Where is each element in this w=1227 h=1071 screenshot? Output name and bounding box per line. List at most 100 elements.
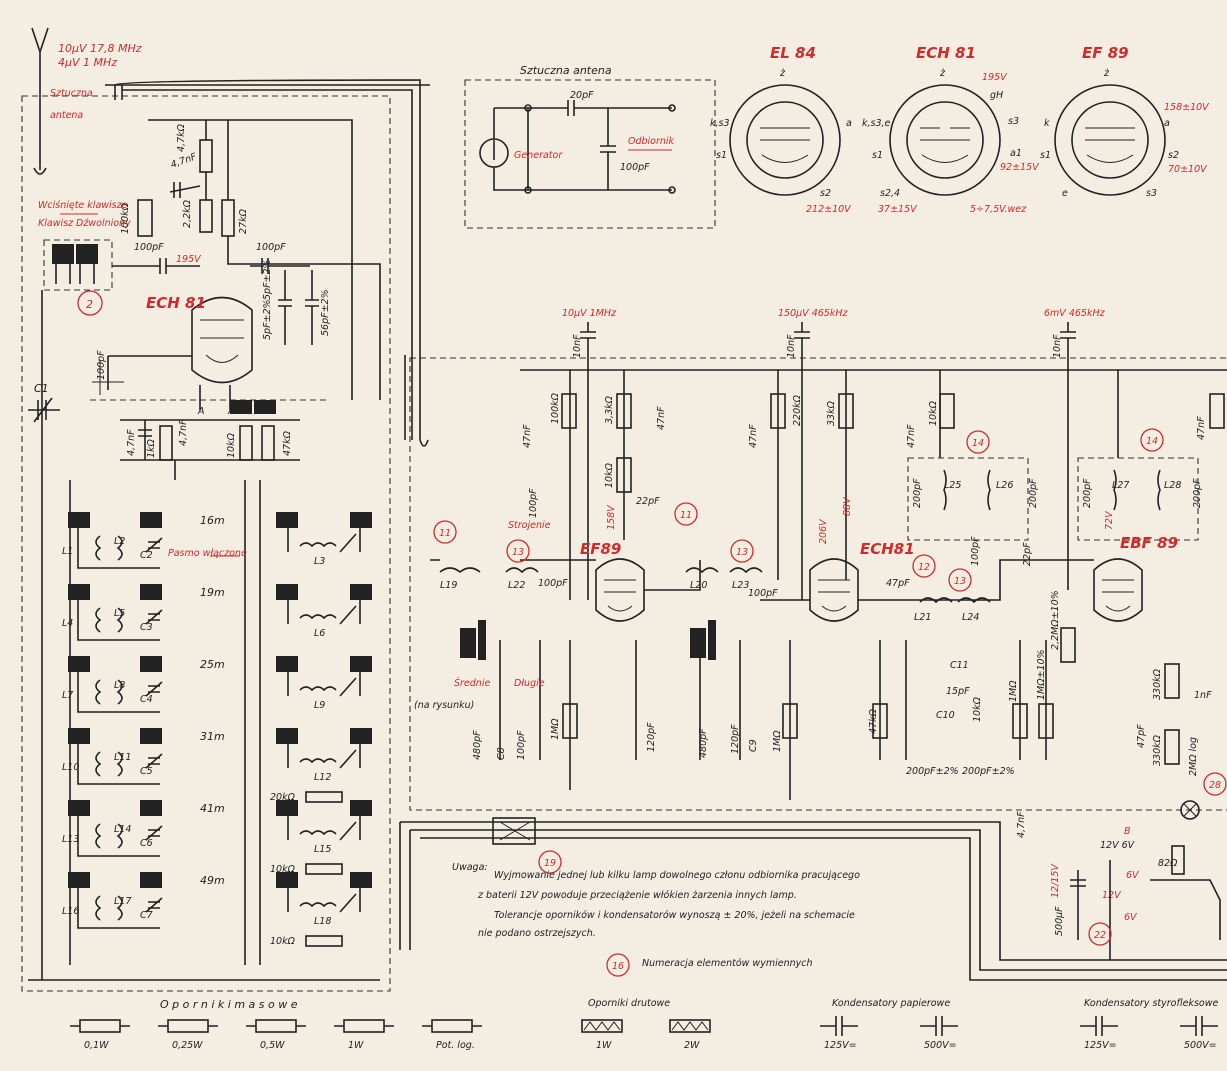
indicator-lamp (1180, 800, 1200, 820)
svg-text:a: a (846, 118, 852, 129)
if-sig-a: 10µV 1MHz (562, 308, 617, 319)
resistor-r1 (199, 139, 213, 173)
svg-text:s2,4: s2,4 (880, 188, 900, 199)
svg-text:10nF: 10nF (572, 334, 583, 358)
svg-text:s1: s1 (1040, 150, 1051, 161)
svg-text:100pF: 100pF (538, 578, 568, 589)
svg-text:10nF: 10nF (1052, 334, 1063, 358)
legend-res-item: 0,25W (158, 1019, 218, 1051)
marker-circle (1140, 428, 1164, 452)
marker-label: 13 (954, 576, 966, 587)
variable-capacitor-c1 (28, 397, 60, 423)
legend-res-symbol (431, 1019, 473, 1033)
legend-paper-item: 125V= (820, 1016, 858, 1051)
if-dlugie: Długie (514, 678, 545, 689)
band-switch-contact (68, 584, 90, 600)
band-switch-contact (140, 512, 162, 528)
note-uwaga: Uwaga: (452, 862, 488, 873)
band-label: 41m (200, 802, 225, 815)
tube-ebf89-label: EBF 89 (1120, 534, 1178, 552)
svg-text:37±15V: 37±15V (878, 204, 918, 215)
legend-wire-zigzag (583, 1021, 621, 1031)
svg-text:92±15V: 92±15V (1000, 162, 1040, 173)
svg-text:200pF: 200pF (912, 478, 923, 508)
svg-text:100pF: 100pF (620, 162, 650, 173)
marker-label: 11 (439, 528, 451, 539)
svg-text:100pF: 100pF (134, 242, 164, 253)
svg-text:6V: 6V (1126, 870, 1140, 881)
svg-text:L27: L27 (1112, 480, 1129, 491)
svg-text:12V: 12V (1102, 890, 1122, 901)
svg-text:e: e (1062, 188, 1068, 199)
legend-res-label: 0,1W (84, 1040, 109, 1051)
legend-paper-title: Kondensatory papierowe (832, 998, 950, 1009)
legend-res-label: 1W (348, 1040, 364, 1051)
svg-text:a: a (1164, 118, 1170, 129)
band-coil-l-label: L3 (314, 556, 325, 567)
band-switch-contact (276, 584, 298, 600)
marker-label: 14 (972, 438, 984, 449)
svg-text:195V: 195V (982, 72, 1008, 83)
band-switch-contact (350, 656, 372, 672)
legend-styro-item: 125V= (1080, 1016, 1118, 1051)
legend-wire-item: 1W (581, 1019, 623, 1051)
svg-text:5pF±2%: 5pF±2% (262, 259, 273, 300)
band-switch-contact (350, 800, 372, 816)
svg-text:100kΩ: 100kΩ (120, 202, 131, 234)
svg-text:56pF±2%: 56pF±2% (320, 289, 331, 336)
svg-text:3,3kΩ: 3,3kΩ (604, 395, 615, 424)
svg-text:s3: s3 (1008, 116, 1019, 127)
marker-circle (1088, 922, 1112, 946)
svg-text:120pF: 120pF (730, 724, 741, 754)
svg-text:33kΩ: 33kΩ (826, 400, 837, 426)
legend-wire-label: 2W (684, 1040, 700, 1051)
tube-ech81-rf (191, 296, 253, 384)
svg-text:k: k (1044, 118, 1050, 129)
antenna-label2: antena (50, 110, 83, 121)
legend-paper-symbol (920, 1016, 958, 1036)
svg-text:Generator: Generator (514, 150, 563, 161)
band-coil (77, 744, 163, 785)
band-note: Pasmo włączone (168, 548, 247, 559)
svg-text:10kΩ: 10kΩ (972, 696, 983, 722)
band-coil-l (287, 816, 361, 841)
svg-text:a1: a1 (1010, 148, 1022, 159)
band-switch-contact (350, 584, 372, 600)
tube-ech81-if-label: ECH81 (860, 540, 915, 558)
socket-ef89-label: EF 89 (1082, 44, 1129, 62)
band-coil-l-label: L15 (314, 844, 331, 855)
band-coil-l-label: L12 (314, 772, 331, 783)
marker-22: 22 (1088, 922, 1112, 946)
socket-ech81 (889, 84, 1001, 196)
svg-text:5pF±2%: 5pF±2% (262, 299, 273, 340)
band-coil-label: L14 (114, 824, 131, 835)
svg-text:100pF: 100pF (748, 588, 778, 599)
band-resistor (305, 863, 343, 875)
marker-13: 13 (506, 539, 530, 563)
svg-text:206V: 206V (818, 518, 829, 544)
svg-text:480pF: 480pF (472, 730, 483, 760)
rf-section-frame (21, 95, 391, 992)
band-switch-contact (68, 512, 90, 528)
svg-text:s3: s3 (1146, 188, 1157, 199)
legend-res-symbol (79, 1019, 121, 1033)
legend-styro-label: 500V= (1184, 1040, 1217, 1051)
band-switch-contact (140, 584, 162, 600)
band-coil-l (287, 600, 361, 625)
band-coil-label: L5 (114, 608, 125, 619)
if-na-rysunku: (na rysunku) (414, 700, 474, 711)
marker-circle (606, 953, 630, 977)
band-coil-l (287, 528, 361, 553)
svg-text:L28: L28 (1164, 480, 1181, 491)
band-coil (77, 672, 163, 713)
legend-styro-symbol (1180, 1016, 1218, 1036)
note-legend16: Numeracja elementów wymiennych (642, 958, 812, 969)
marker-circle (674, 502, 698, 526)
svg-text:12/15V: 12/15V (1050, 863, 1061, 898)
band-label: 25m (200, 658, 225, 671)
band-switch-contact (276, 872, 298, 888)
